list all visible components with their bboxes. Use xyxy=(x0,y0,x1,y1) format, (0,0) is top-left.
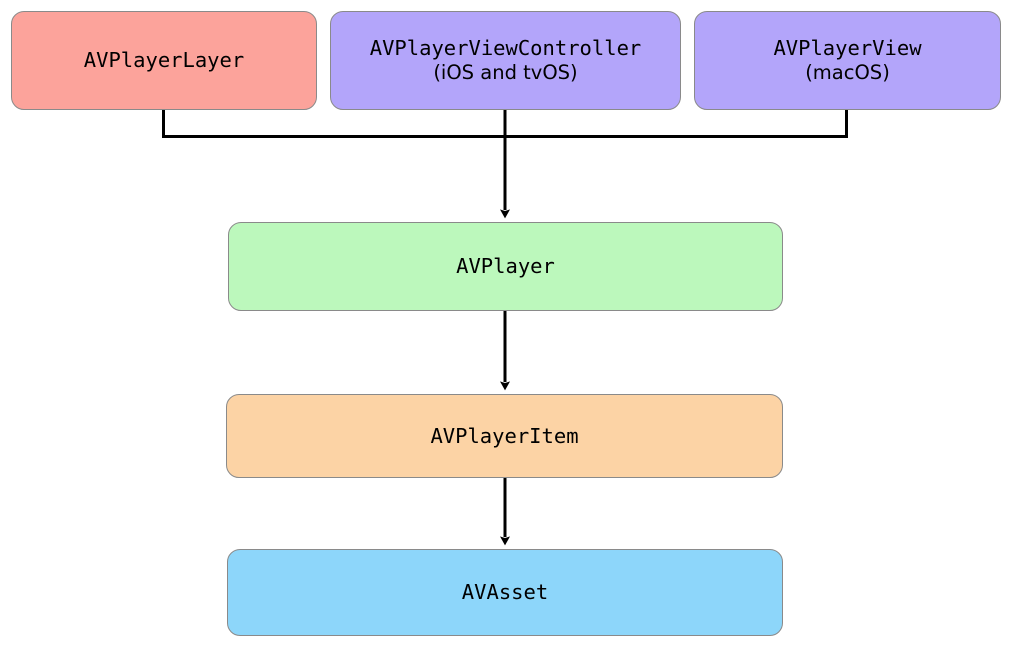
node-avplayerviewcontroller-subtitle: (iOS and tvOS) xyxy=(433,61,578,85)
node-avplayeritem[interactable]: AVPlayerItem xyxy=(226,394,783,478)
node-avplayerlayer[interactable]: AVPlayerLayer xyxy=(11,11,317,110)
node-avplayeritem-title: AVPlayerItem xyxy=(430,423,579,448)
node-avplayerview-subtitle: (macOS) xyxy=(805,61,890,85)
node-avplayerviewcontroller[interactable]: AVPlayerViewController (iOS and tvOS) xyxy=(330,11,681,110)
node-avplayerview-title: AVPlayerView xyxy=(773,36,922,61)
node-avplayer-title: AVPlayer xyxy=(456,254,555,279)
node-avplayerlayer-title: AVPlayerLayer xyxy=(83,48,245,73)
node-avplayerviewcontroller-title: AVPlayerViewController xyxy=(369,36,642,61)
node-avplayer[interactable]: AVPlayer xyxy=(228,222,783,311)
node-avasset-title: AVAsset xyxy=(461,580,549,605)
node-avplayerview[interactable]: AVPlayerView (macOS) xyxy=(694,11,1001,110)
node-avasset[interactable]: AVAsset xyxy=(227,549,783,636)
